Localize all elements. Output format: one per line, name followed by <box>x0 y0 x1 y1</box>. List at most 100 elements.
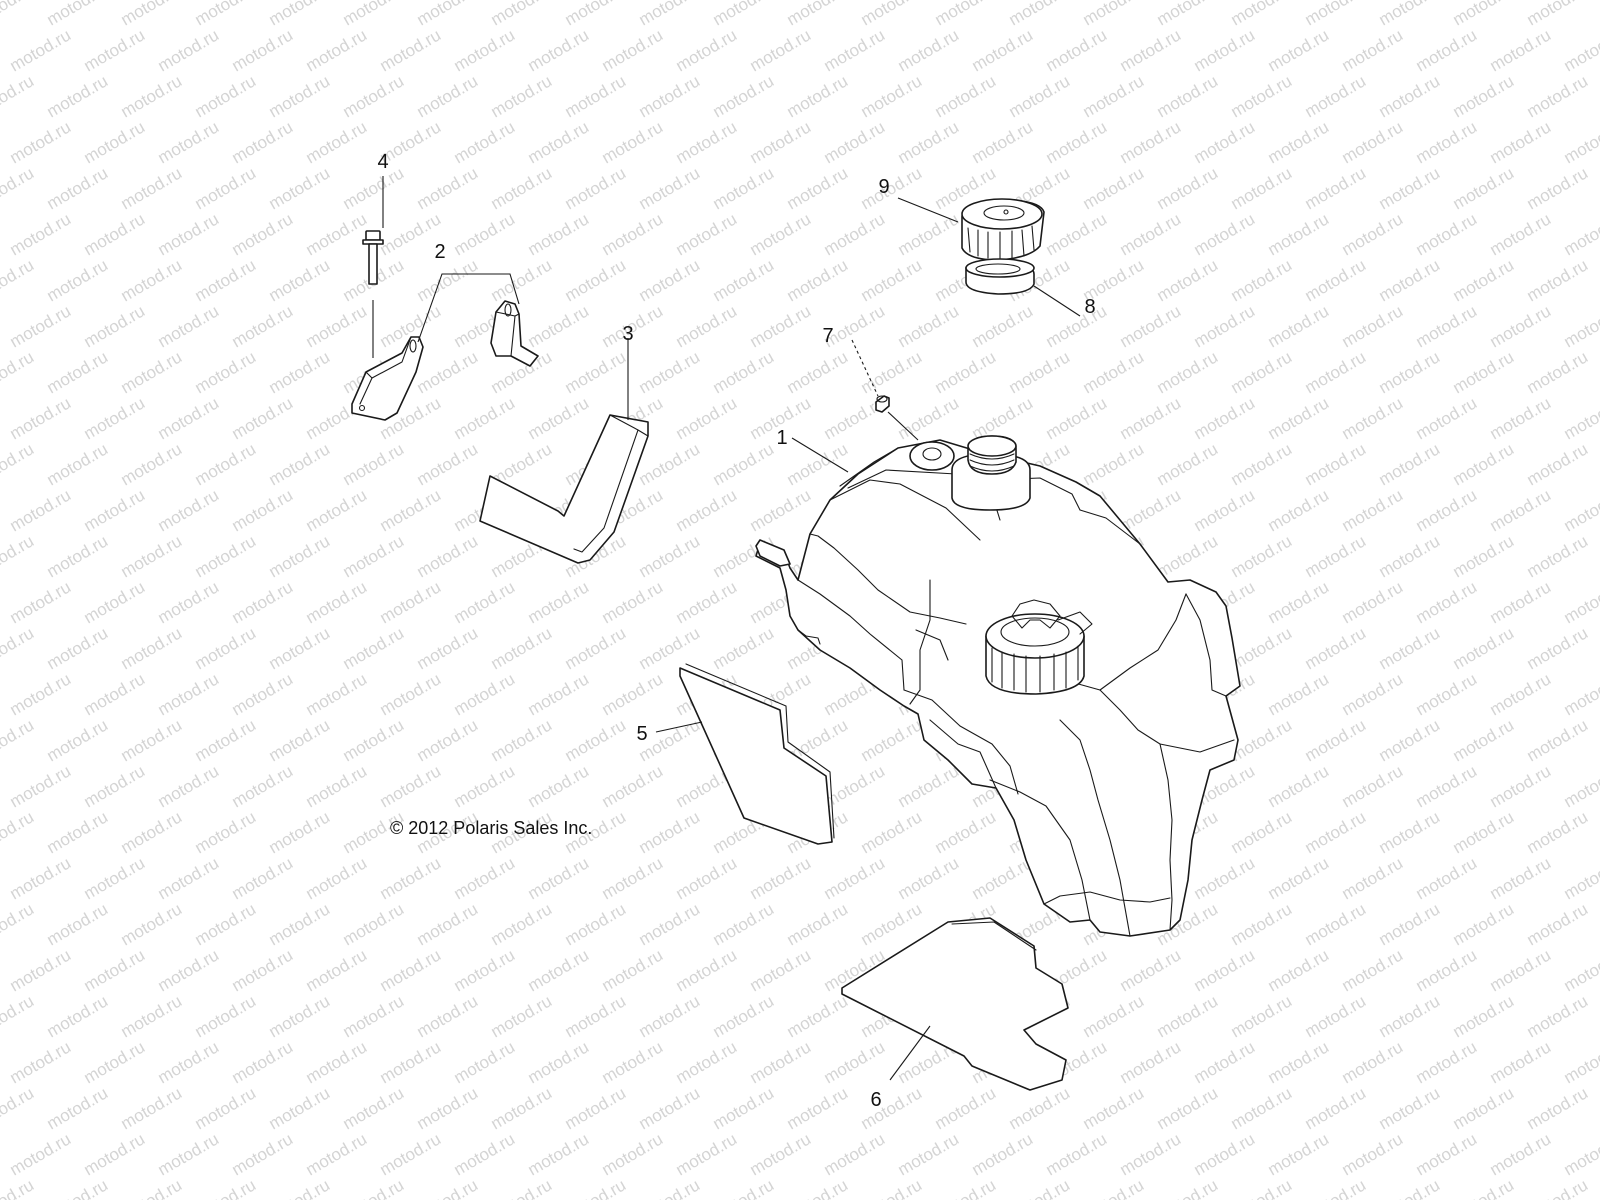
watermark-text: motod.ru <box>414 163 482 213</box>
watermark-text: motod.ru <box>1561 393 1600 443</box>
watermark-text: motod.ru <box>1450 623 1518 673</box>
watermark-text: motod.ru <box>858 255 926 305</box>
watermark-text: motod.ru <box>858 807 926 857</box>
watermark-text: motod.ru <box>377 669 445 719</box>
watermark-text: motod.ru <box>266 1175 334 1200</box>
watermark-text: motod.ru <box>266 163 334 213</box>
watermark-text: motod.ru <box>266 807 334 857</box>
watermark-text: motod.ru <box>414 899 482 949</box>
watermark-text: motod.ru <box>1561 117 1600 167</box>
watermark-text: motod.ru <box>229 209 297 259</box>
watermark-text: motod.ru <box>1450 991 1518 1041</box>
watermark-text: motod.ru <box>599 25 667 75</box>
watermark-text: motod.ru <box>1154 531 1222 581</box>
watermark-text: motod.ru <box>1265 577 1333 627</box>
watermark-text: motod.ru <box>784 899 852 949</box>
watermark-text: motod.ru <box>229 25 297 75</box>
watermark-text: motod.ru <box>451 853 519 903</box>
leader-6 <box>889 1025 931 1081</box>
watermark-text: motod.ru <box>81 853 149 903</box>
watermark-text: motod.ru <box>303 1037 371 1087</box>
watermark-text: motod.ru <box>1117 301 1185 351</box>
watermark-text: motod.ru <box>266 1083 334 1133</box>
watermark-text: motod.ru <box>303 485 371 535</box>
watermark-text: motod.ru <box>1487 853 1555 903</box>
watermark-text: motod.ru <box>118 347 186 397</box>
watermark-text: motod.ru <box>673 25 741 75</box>
watermark-text: motod.ru <box>81 209 149 259</box>
watermark-text: motod.ru <box>784 0 852 29</box>
watermark-text: motod.ru <box>0 715 37 765</box>
watermark-text: motod.ru <box>1339 209 1407 259</box>
watermark-text: motod.ru <box>118 163 186 213</box>
watermark-text: motod.ru <box>451 577 519 627</box>
watermark-text: motod.ru <box>1043 1129 1111 1179</box>
watermark-text: motod.ru <box>525 393 593 443</box>
watermark-text: motod.ru <box>562 623 630 673</box>
watermark-text: motod.ru <box>1080 991 1148 1041</box>
watermark-text: motod.ru <box>1228 531 1296 581</box>
watermark-text: motod.ru <box>1524 255 1592 305</box>
watermark-text: motod.ru <box>1450 1175 1518 1200</box>
watermark-text: motod.ru <box>636 531 704 581</box>
watermark-text: motod.ru <box>1265 853 1333 903</box>
watermark-text: motod.ru <box>229 301 297 351</box>
watermark-text: motod.ru <box>1339 853 1407 903</box>
fuel-cap-part <box>961 198 1045 261</box>
bolt-part <box>362 230 384 285</box>
leader-5 <box>655 721 703 733</box>
watermark-text: motod.ru <box>1524 347 1592 397</box>
watermark-text: motod.ru <box>1006 0 1074 29</box>
watermark-text: motod.ru <box>1561 853 1600 903</box>
watermark-text: motod.ru <box>118 899 186 949</box>
watermark-text: motod.ru <box>932 71 1000 121</box>
watermark-text: motod.ru <box>81 1129 149 1179</box>
watermark-text: motod.ru <box>377 577 445 627</box>
watermark-text: motod.ru <box>1228 623 1296 673</box>
watermark-text: motod.ru <box>414 1083 482 1133</box>
watermark-text: motod.ru <box>414 715 482 765</box>
watermark-text: motod.ru <box>7 853 75 903</box>
watermark-text: motod.ru <box>1043 25 1111 75</box>
watermark-text: motod.ru <box>81 485 149 535</box>
watermark-text: motod.ru <box>1006 1175 1074 1200</box>
watermark-text: motod.ru <box>192 807 260 857</box>
watermark-text: motod.ru <box>1487 1037 1555 1087</box>
watermark-text: motod.ru <box>1154 1083 1222 1133</box>
watermark-text: motod.ru <box>1302 991 1370 1041</box>
watermark-text: motod.ru <box>599 117 667 167</box>
watermark-text: motod.ru <box>1191 301 1259 351</box>
watermark-text: motod.ru <box>784 1175 852 1200</box>
watermark-text: motod.ru <box>0 0 37 29</box>
side-pad-part <box>679 663 835 845</box>
watermark-text: motod.ru <box>1154 439 1222 489</box>
watermark-text: motod.ru <box>192 439 260 489</box>
watermark-text: motod.ru <box>451 669 519 719</box>
watermark-text: motod.ru <box>858 1175 926 1200</box>
watermark-text: motod.ru <box>1561 25 1600 75</box>
watermark-text: motod.ru <box>1154 991 1222 1041</box>
watermark-text: motod.ru <box>451 393 519 443</box>
watermark-text: motod.ru <box>0 531 37 581</box>
watermark-text: motod.ru <box>192 255 260 305</box>
watermark-text: motod.ru <box>1191 853 1259 903</box>
watermark-text: motod.ru <box>747 945 815 995</box>
watermark-text: motod.ru <box>821 1037 889 1087</box>
watermark-text: motod.ru <box>1339 301 1407 351</box>
watermark-text: motod.ru <box>303 117 371 167</box>
watermark-text: motod.ru <box>155 945 223 995</box>
watermark-text: motod.ru <box>599 577 667 627</box>
watermark-text: motod.ru <box>1154 0 1222 29</box>
watermark-text: motod.ru <box>1376 71 1444 121</box>
watermark-text: motod.ru <box>1302 807 1370 857</box>
watermark-text: motod.ru <box>1117 945 1185 995</box>
watermark-text: motod.ru <box>155 393 223 443</box>
callout-2: 2 <box>434 241 445 263</box>
watermark-text: motod.ru <box>414 623 482 673</box>
watermark-text: motod.ru <box>599 209 667 259</box>
watermark-text: motod.ru <box>81 577 149 627</box>
watermark-text: motod.ru <box>821 25 889 75</box>
watermark-text: motod.ru <box>0 71 37 121</box>
watermark-text: motod.ru <box>340 623 408 673</box>
